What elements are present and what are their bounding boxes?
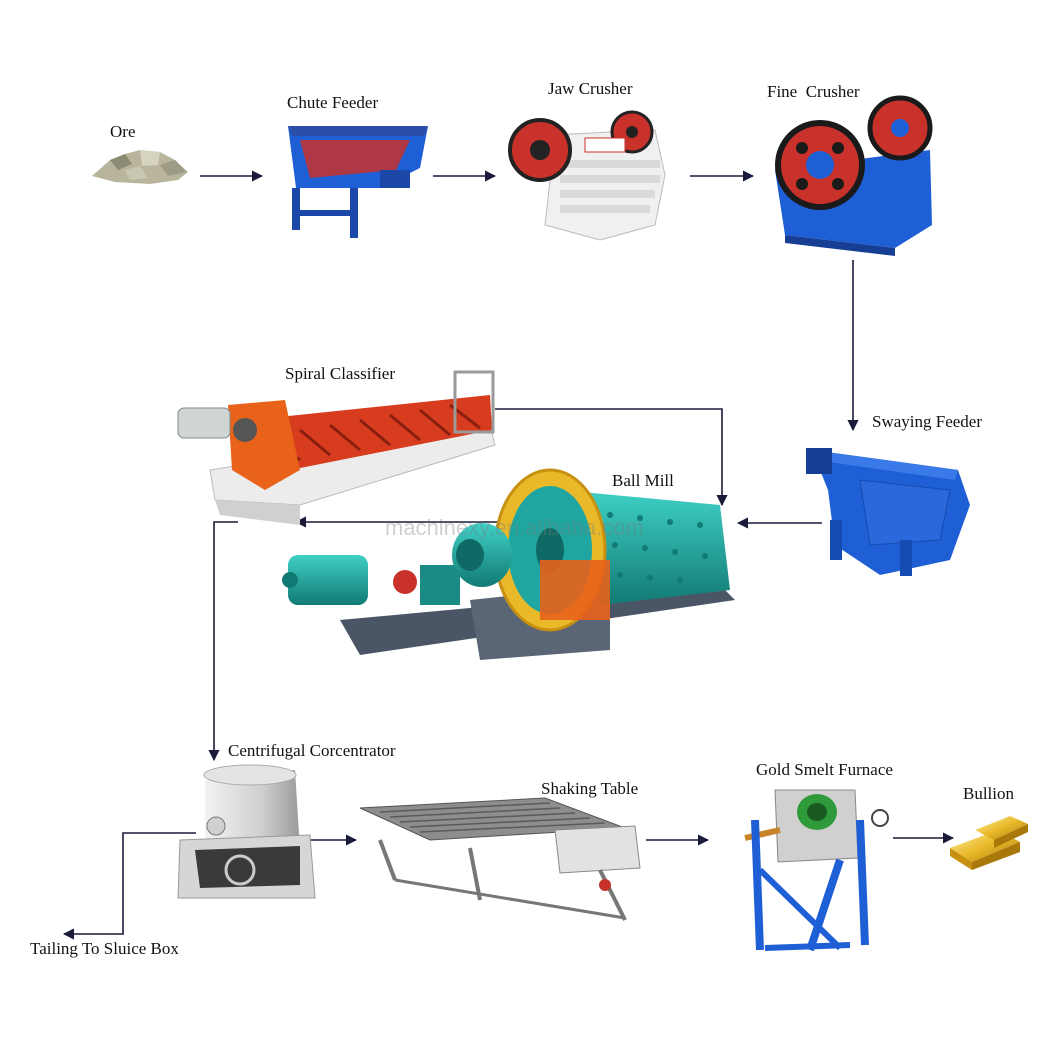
spiral-classifier-image [177, 370, 496, 525]
watermark: machinexy.en.alibaba.com [385, 515, 644, 540]
ball-mill-image [282, 468, 735, 660]
label-ball-mill: Ball Mill [612, 471, 674, 490]
arrow-classifier-to-ballmill [495, 408, 728, 507]
label-gold-smelt-furnace: Gold Smelt Furnace [756, 760, 893, 779]
label-swaying-feeder: Swaying Feeder [872, 412, 983, 431]
label-centrifugal-concentrator: Centrifugal Corcentrator [228, 741, 396, 760]
label-spiral-classifier: Spiral Classifier [285, 364, 396, 383]
flow-arrows [62, 170, 955, 940]
label-tailing: Tailing To Sluice Box [30, 939, 179, 958]
label-fine-crusher: Fine Crusher [767, 82, 860, 101]
jaw-crusher-image [508, 110, 666, 241]
swaying-feeder-image [806, 448, 970, 576]
arrow-centrifugal-to-tailing [62, 832, 196, 940]
arrow-classifier-to-centrifugal [208, 521, 238, 762]
shaking-table-image [359, 797, 641, 921]
label-jaw-crusher: Jaw Crusher [548, 79, 633, 98]
label-ore: Ore [110, 122, 136, 141]
centrifugal-concentrator-image [177, 764, 316, 899]
fine-crusher-image [775, 95, 933, 256]
ore-pile-image [92, 150, 188, 184]
label-chute-feeder: Chute Feeder [287, 93, 379, 112]
label-shaking-table: Shaking Table [541, 779, 639, 798]
gold-bullion-image [950, 816, 1028, 870]
label-bullion: Bullion [963, 784, 1015, 803]
gold-smelt-furnace-image [744, 789, 889, 952]
chute-feeder-image [288, 126, 428, 238]
